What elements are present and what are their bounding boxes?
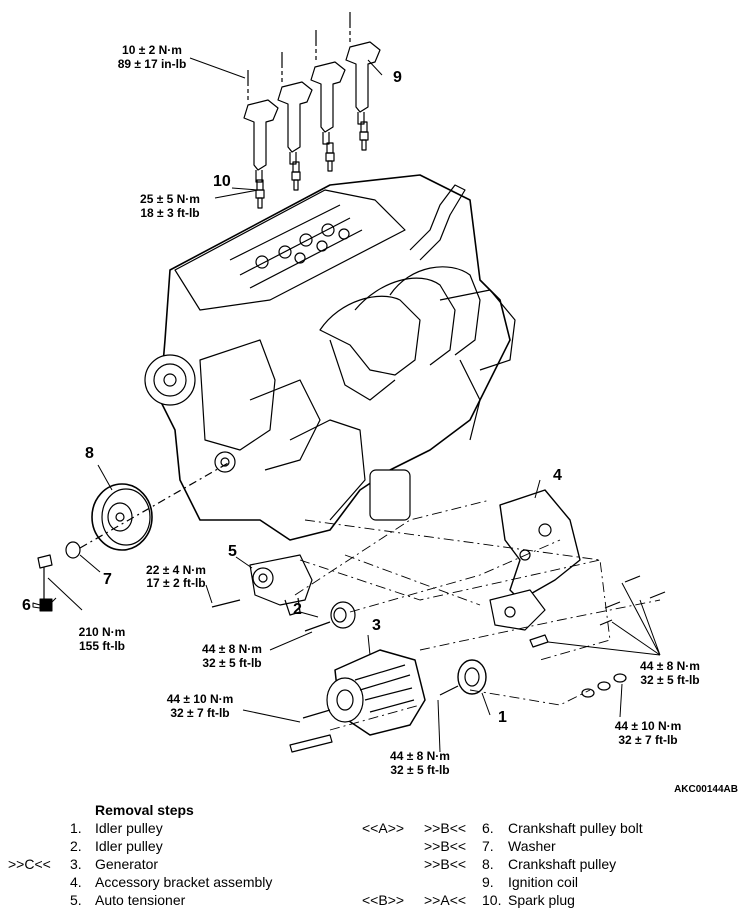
generator xyxy=(289,649,426,753)
step-number: 3. xyxy=(70,856,82,872)
torque-bracket2-nm: 44 ± 10 N·m xyxy=(615,719,682,733)
step-number: 6. xyxy=(482,820,494,836)
callout-3: 3 xyxy=(372,617,381,634)
step-row-4: 4. Accessory bracket assembly 9. Ignitio… xyxy=(0,874,746,892)
torque-plug-nm: 25 ± 5 N·m xyxy=(140,192,200,206)
step-row-5: 5. Auto tensioner <<B>> >>A<< 10. Spark … xyxy=(0,892,746,910)
step-number: 5. xyxy=(70,892,82,908)
callout-9: 9 xyxy=(393,69,402,86)
step-row-1: 1. Idler pulley <<A>> >>B<< 6. Crankshaf… xyxy=(0,820,746,838)
leader-lines xyxy=(47,57,661,753)
torque-idler2-nm: 44 ± 8 N·m xyxy=(202,642,262,656)
callout-2: 2 xyxy=(293,601,302,618)
torque-idler1-ftlb: 32 ± 5 ft-lb xyxy=(390,763,449,777)
torque-coil-inlb: 89 ± 17 in-lb xyxy=(118,57,187,71)
crankshaft-pulley xyxy=(91,483,153,551)
torque-tensioner-nm: 22 ± 4 N·m xyxy=(146,563,206,577)
step-label: Washer xyxy=(508,838,556,854)
step-number: 8. xyxy=(482,856,494,872)
accessory-bracket xyxy=(489,489,666,698)
ignition-coils xyxy=(243,12,381,183)
step-mark: >>C<< xyxy=(8,856,51,872)
callout-10: 10 xyxy=(213,173,231,190)
torque-crank-nm: 210 N·m xyxy=(79,625,126,639)
washer xyxy=(65,541,81,559)
step-row-3: >>C<< 3. Generator >>B<< 8. Crankshaft p… xyxy=(0,856,746,874)
torque-bracket-nm: 44 ± 8 N·m xyxy=(640,659,700,673)
crankshaft-pulley-bolt xyxy=(37,554,53,600)
assembly-lines xyxy=(294,499,661,731)
callout-1: 1 xyxy=(498,709,507,726)
step-label: Crankshaft pulley bolt xyxy=(508,820,643,836)
spark-plugs xyxy=(255,121,369,209)
oil-can-icon xyxy=(32,597,57,612)
step-row-2: 2. Idler pulley >>B<< 7. Washer xyxy=(0,838,746,856)
torque-crank-ftlb: 155 ft-lb xyxy=(79,639,125,653)
step-number: 10. xyxy=(482,892,502,908)
step-label: Accessory bracket assembly xyxy=(95,874,273,890)
step-number: 1. xyxy=(70,820,82,836)
torque-generator-nm: 44 ± 10 N·m xyxy=(167,692,234,706)
step-label: Crankshaft pulley xyxy=(508,856,617,872)
step-number: 9. xyxy=(482,874,494,890)
torque-bracket-ftlb: 32 ± 5 ft-lb xyxy=(640,673,699,687)
torque-tensioner-ftlb: 17 ± 2 ft-lb xyxy=(146,576,205,590)
auto-tensioner xyxy=(211,554,313,616)
callout-4: 4 xyxy=(553,467,562,484)
step-mark-b: >>B<< xyxy=(424,820,467,836)
step-mark-b: >>A<< xyxy=(424,892,467,908)
step-number: 2. xyxy=(70,838,82,854)
step-label: Spark plug xyxy=(508,892,575,908)
callout-7: 7 xyxy=(103,571,112,588)
step-mark-a: <<A>> xyxy=(362,820,405,836)
figure-id: AKC00144AB xyxy=(674,784,738,795)
removal-steps-title: Removal steps xyxy=(95,802,194,818)
step-number: 4. xyxy=(70,874,82,890)
step-label: Auto tensioner xyxy=(95,892,186,908)
step-label: Generator xyxy=(95,856,159,872)
idler-pulley-2 xyxy=(304,601,356,632)
callout-8: 8 xyxy=(85,445,94,462)
step-mark-b: >>B<< xyxy=(424,856,467,872)
torque-coil-nm: 10 ± 2 N·m xyxy=(122,43,182,57)
step-label: Ignition coil xyxy=(508,874,579,890)
torque-idler2-ftlb: 32 ± 5 ft-lb xyxy=(202,656,261,670)
removal-steps: Removal steps 1. Idler pulley <<A>> >>B<… xyxy=(0,800,746,917)
torque-plug-ftlb: 18 ± 3 ft-lb xyxy=(140,206,199,220)
step-number: 7. xyxy=(482,838,494,854)
callout-5: 5 xyxy=(228,543,237,560)
step-label: Idler pulley xyxy=(95,820,163,836)
torque-generator-ftlb: 32 ± 7 ft-lb xyxy=(170,706,229,720)
step-mark-b: >>B<< xyxy=(424,838,467,854)
engine-block xyxy=(144,174,516,541)
idler-pulley-1 xyxy=(439,659,487,696)
torque-idler1-nm: 44 ± 8 N·m xyxy=(390,749,450,763)
callout-6: 6 xyxy=(22,597,31,614)
step-mark-a: <<B>> xyxy=(362,892,405,908)
step-label: Idler pulley xyxy=(95,838,163,854)
torque-bracket2-ftlb: 32 ± 7 ft-lb xyxy=(618,733,677,747)
